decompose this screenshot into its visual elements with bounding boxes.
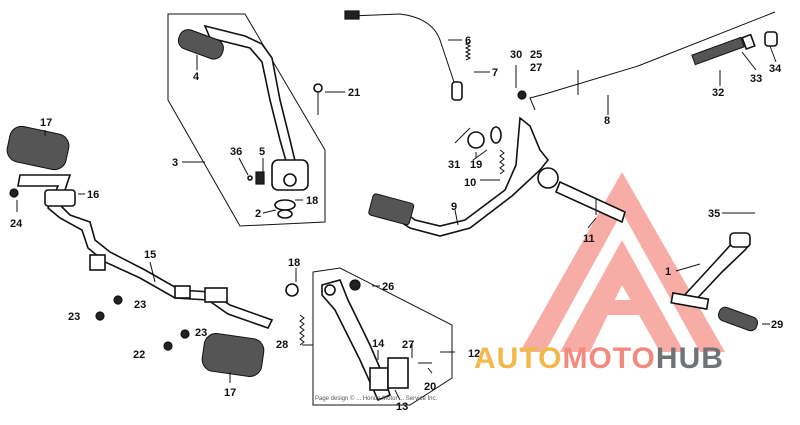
watermark-moto: MOTO [562, 342, 656, 375]
callout-12: 12 [468, 348, 480, 360]
callout-2: 2 [255, 208, 261, 220]
callout-31: 28 [276, 339, 288, 351]
callout-1: 1 [665, 266, 671, 278]
callout-23a: 23 [68, 311, 80, 323]
callout-17a: 17 [40, 117, 52, 129]
callout-labels: 4 3 36 5 2 18 21 6 7 30 25 27 8 32 33 34… [10, 35, 783, 413]
leader-lines [16, 39, 777, 401]
callout-35: 35 [708, 208, 720, 220]
shift-lever [670, 212, 758, 332]
brake-rod [529, 11, 776, 111]
copyright-credit: Page design © ... Honda Motor ... Servic… [315, 396, 438, 402]
callout-3: 3 [172, 157, 178, 169]
callout-18: 18 [288, 257, 300, 269]
cable [349, 13, 461, 101]
group-12-outline [312, 267, 453, 406]
callout-7: 7 [492, 67, 498, 79]
callout-22: 21 [348, 87, 360, 99]
callout-6: 6 [465, 35, 471, 47]
kick-arm [177, 24, 309, 219]
callout-14: 14 [372, 338, 385, 350]
callout-32: 32 [712, 87, 724, 99]
callout-29: 31 [448, 159, 460, 171]
callout-23d: 22 [133, 349, 145, 361]
callout-10: 10 [464, 177, 476, 189]
callout-28: 30 [510, 49, 522, 61]
callout-26: 25 [530, 49, 542, 61]
side-stand [285, 279, 432, 402]
callout-33: 33 [750, 73, 762, 85]
callout-23b: 23 [134, 299, 146, 311]
callout-9: 9 [451, 201, 457, 213]
callout-11: 11 [583, 233, 595, 245]
callout-4: 4 [193, 71, 200, 83]
callout-27: 27 [530, 62, 542, 74]
watermark-logo [520, 172, 725, 352]
callout-19: 18 [306, 195, 318, 207]
brake-pedal [368, 116, 626, 237]
callout-23c: 23 [195, 327, 207, 339]
callout-16: 16 [87, 189, 99, 201]
watermark-text: AUTOMOTOHUB [474, 342, 724, 376]
watermark-hub: HUB [655, 342, 724, 375]
callout-5: 5 [259, 146, 265, 158]
callout-24: 24 [10, 218, 23, 230]
footpeg-bar [6, 125, 274, 329]
callout-17b: 17 [224, 387, 236, 399]
callout-36: 36 [230, 146, 242, 158]
callout-25: 26 [382, 281, 394, 293]
callout-20: 19 [470, 159, 482, 171]
callout-15: 15 [144, 249, 156, 261]
callout-27b: 27 [402, 339, 414, 351]
group-3-outline [167, 13, 326, 227]
callout-30: 29 [771, 319, 783, 331]
callout-13: 13 [396, 401, 408, 413]
callout-34: 34 [769, 63, 782, 75]
callout-21: 20 [424, 381, 436, 393]
watermark-auto: AUTO [474, 342, 563, 375]
callout-8: 8 [604, 115, 610, 127]
